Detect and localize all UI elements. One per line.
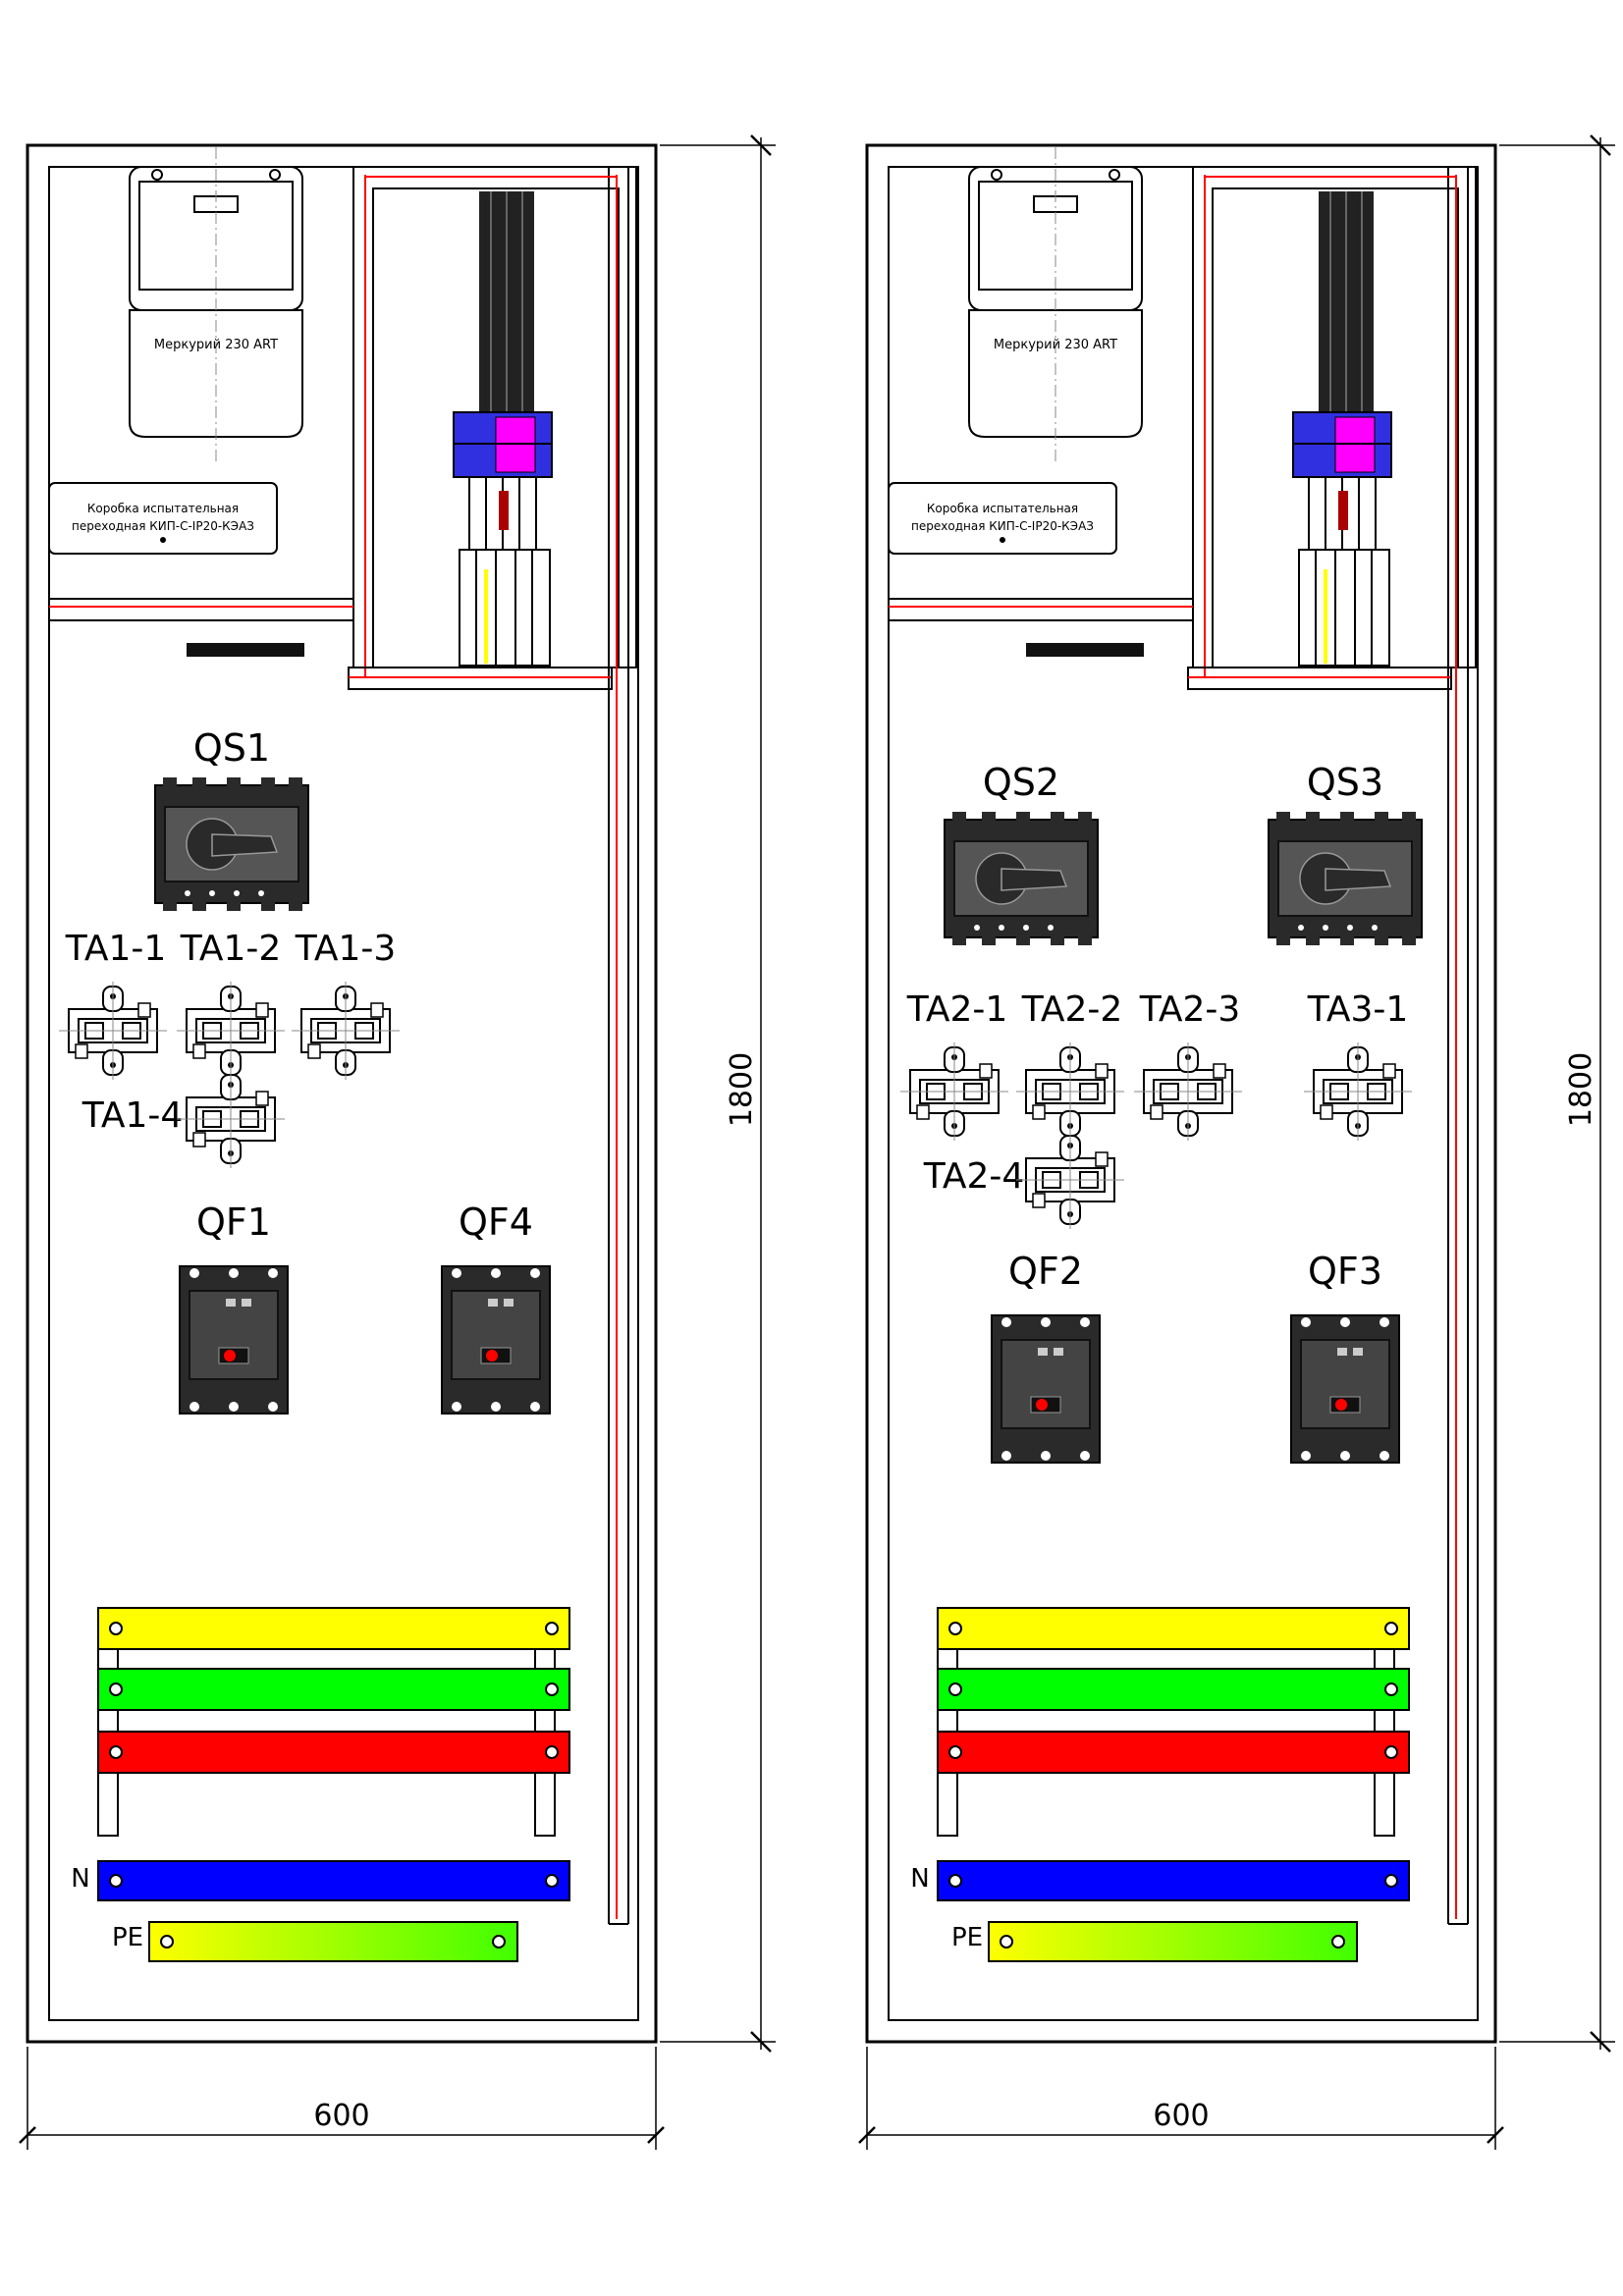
panel-2-ta2-4 (1015, 1130, 1125, 1230)
panel-1-bus-pe (148, 1921, 518, 1962)
panel-2-ta2-3 (1133, 1041, 1243, 1142)
panel-1-bus-l2 (97, 1668, 570, 1711)
panel-2-bus-l1 (937, 1607, 1410, 1650)
panel-1-width-dim: 600 (313, 2099, 369, 2133)
panel-2-box-label-1: Коробка испытательная (927, 502, 1078, 515)
panel-2-bus-n (937, 1860, 1410, 1901)
panel-2-width-dim: 600 (1153, 2099, 1209, 2133)
panel-2-n-label: N (910, 1864, 929, 1894)
panel-2-box-label-2: переходная КИП-С-IP20-КЭАЗ (911, 519, 1094, 533)
panel-1-qs1-switch (154, 776, 309, 912)
panel-2-ta3-1-label: TA3-1 (1307, 989, 1409, 1030)
panel-2-ta2-3-label: TA2-3 (1139, 989, 1241, 1030)
panel-2-ta2-2 (1015, 1041, 1125, 1142)
panel-1-meter-label: Меркурий 230 ART (154, 338, 278, 352)
panel-1-box-label-2: переходная КИП-С-IP20-КЭАЗ (72, 519, 254, 533)
panel-1-pe-label: PE (112, 1923, 143, 1952)
panel-1-n-label: N (71, 1864, 89, 1894)
panel-1-ta1-1-label: TA1-1 (65, 929, 167, 969)
panel-2-enclosure (865, 143, 1497, 2044)
panel-1-ta1-4-label: TA1-4 (81, 1095, 184, 1136)
panel-2-meter-label: Меркурий 230 ART (994, 338, 1117, 352)
panel-1-qs1-label: QS1 (193, 726, 270, 770)
panel-1-qf4-label: QF4 (459, 1201, 533, 1244)
panel-2-ta2-1 (899, 1041, 1009, 1142)
panel-2: Меркурий 230 ART Коробка испытательная п… (858, 134, 1615, 2150)
panel-2-ta2-4-label: TA2-4 (923, 1156, 1025, 1197)
panel-2-bus-l2 (937, 1668, 1410, 1711)
panel-2-qs2-switch (944, 811, 1099, 946)
panel-1-ta1-1 (58, 981, 168, 1081)
panel-2-pe-label: PE (951, 1923, 983, 1952)
panel-2-qf2-breaker (991, 1314, 1101, 1464)
panel-1: Меркурий 230 ART Коробка испытательная п… (19, 134, 776, 2150)
panel-2-ta2-1-label: TA2-1 (906, 989, 1008, 1030)
panel-1-bus-l3 (97, 1731, 570, 1774)
panel-1-qf4-breaker (441, 1265, 551, 1415)
panel-1-ta1-2 (176, 981, 286, 1081)
panel-2-height-dim: 1800 (1564, 1052, 1598, 1127)
panel-1-qf1-breaker (179, 1265, 289, 1415)
panel-2-qf3-breaker (1290, 1314, 1400, 1464)
panel-2-qs3-label: QS3 (1307, 761, 1383, 804)
panel-2-qs3-switch (1268, 811, 1423, 946)
panel-2-qf3-label: QF3 (1308, 1250, 1382, 1293)
panel-2-qf2-label: QF2 (1008, 1250, 1083, 1293)
panel-1-ta1-3 (291, 981, 401, 1081)
panel-2-ta2-2-label: TA2-2 (1021, 989, 1123, 1030)
panel-2-qs2-label: QS2 (983, 761, 1059, 804)
panel-1-bus-l1 (97, 1607, 570, 1650)
panel-1-qf1-label: QF1 (196, 1201, 271, 1244)
panel-2-ta3-1 (1303, 1041, 1413, 1142)
panel-1-ta1-2-label: TA1-2 (180, 929, 282, 969)
panel-2-bus-pe (988, 1921, 1358, 1962)
panel-1-enclosure (26, 143, 658, 2044)
panel-1-ta1-4 (176, 1069, 286, 1169)
panel-1-height-dim: 1800 (725, 1052, 759, 1127)
panel-2-bus-l3 (937, 1731, 1410, 1774)
panel-1-bus-n (97, 1860, 570, 1901)
panel-1-box-label-1: Коробка испытательная (87, 502, 239, 515)
panel-1-ta1-3-label: TA1-3 (295, 929, 397, 969)
